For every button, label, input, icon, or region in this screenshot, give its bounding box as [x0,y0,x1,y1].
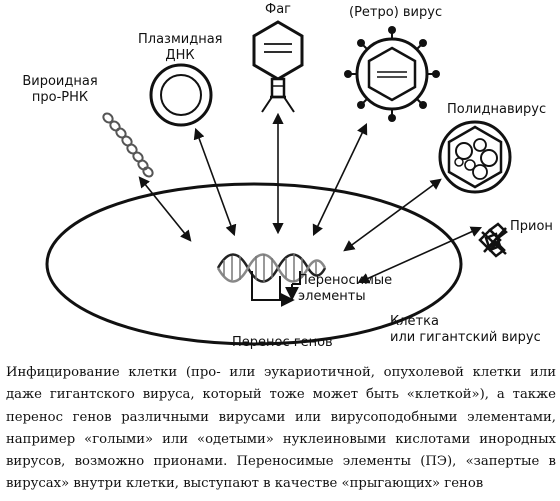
caption-text: Инфицирование клетки (про- или эукариоти… [6,365,556,492]
plasmid-label-line2: ДНК [165,48,195,63]
viroid-label: Вироидная про-РНК [18,74,102,106]
mobile-elements-label-line2: элементы [298,289,366,304]
viroid-label-line1: Вироидная [22,74,98,89]
dna-helix-icon [216,253,327,283]
cell-label-line1: Клетка [390,314,439,329]
retrovirus-icon [344,26,440,122]
cell-label-line2: или гигантский вирус [390,330,541,345]
plasmid-label: Плазмидная ДНК [138,32,223,64]
arrow-polydnavirus [343,178,442,252]
arrow-prion [357,226,483,284]
arrow-plasmid [193,127,237,237]
viroid-label-line2: про-РНК [31,90,89,105]
arrow-retrovirus [312,122,368,237]
plasmid-icon [149,63,213,127]
plasmid-label-line1: Плазмидная [138,32,223,47]
mobile-elements-arrows [251,271,301,307]
figure-caption: Инфицирование клетки (про- или эукариоти… [6,362,556,496]
mobile-elements-label: Переносимые элементы [298,273,392,305]
gene-transfer-label: Перенос генов [232,335,333,350]
cell-label: Клетка или гигантский вирус [390,314,541,346]
viroid-rna-icon [102,112,154,178]
arrow-viroid [138,176,192,242]
polydnavirus-label: Полиднавирус [447,102,547,117]
polydnavirus-icon [438,120,512,194]
phage-label: Фаг [265,2,291,17]
transfer-arrows [138,112,483,284]
mobile-elements-label-line1: Переносимые [298,273,393,288]
gene-transfer-diagram [45,20,512,346]
retrovirus-label: (Ретро) вирус [349,5,443,20]
prion-label: Прион [510,219,553,234]
prion-icon [478,222,508,258]
phage-icon [252,20,304,113]
